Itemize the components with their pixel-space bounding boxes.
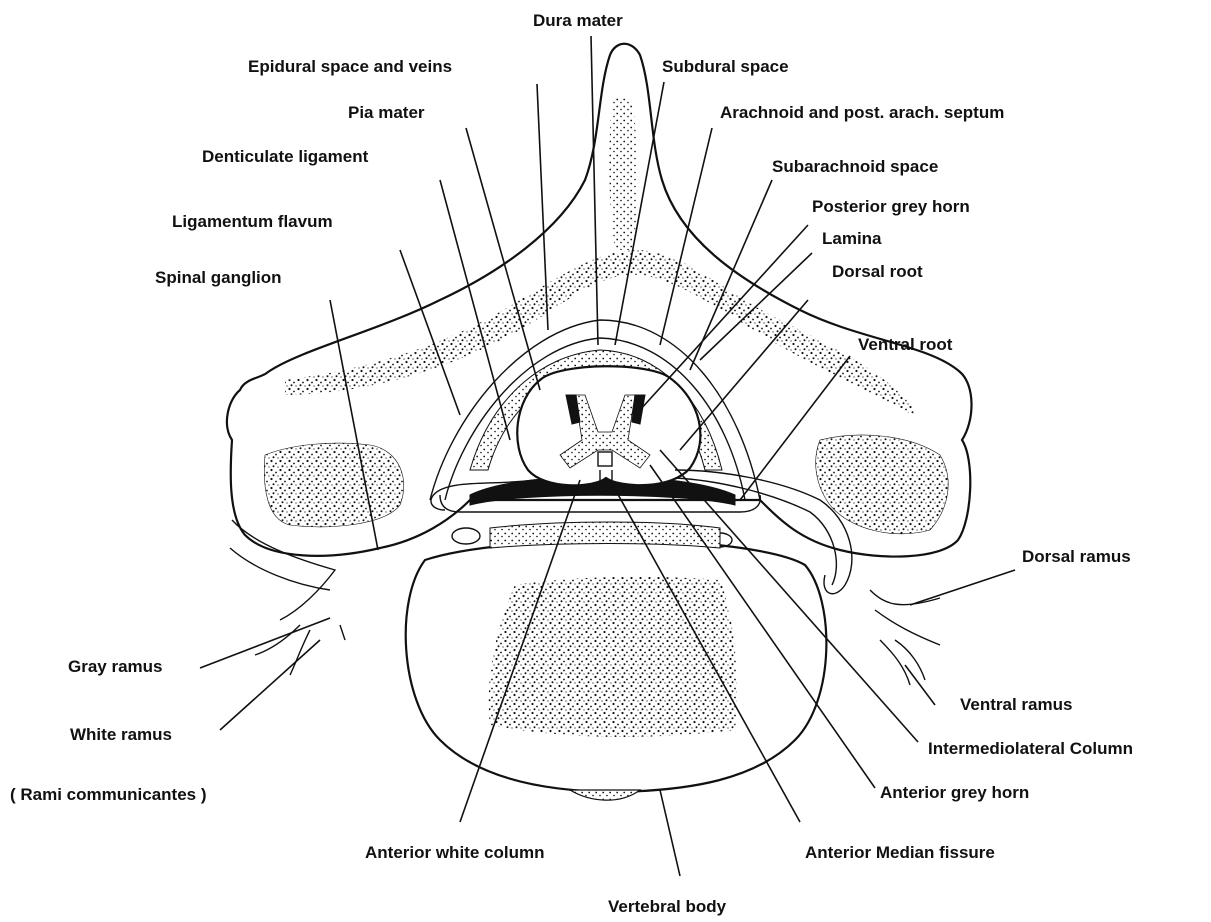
vertebral-body-base [570, 790, 640, 800]
label-subarachnoid: Subarachnoid space [772, 157, 938, 176]
spinous-stipple [609, 98, 637, 250]
vertebral-body-stipple [489, 577, 737, 737]
spinal-cord-outline [517, 366, 700, 485]
label-posterior-grey-horn: Posterior grey horn [812, 197, 970, 216]
leader-dorsal-ramus [910, 570, 1015, 605]
label-epidural-space: Epidural space and veins [248, 57, 452, 76]
label-denticulate: Denticulate ligament [202, 147, 369, 166]
leader-gray-ramus [200, 618, 330, 668]
central-canal [598, 452, 612, 466]
label-pia-mater: Pia mater [348, 103, 425, 122]
label-white-ramus: White ramus [70, 725, 172, 744]
right-ramus-branch [880, 640, 925, 685]
label-dorsal-ramus: Dorsal ramus [1022, 547, 1131, 566]
label-dorsal-root: Dorsal root [832, 262, 923, 281]
label-anterior-median-fissure: Anterior Median fissure [805, 843, 995, 862]
label-ventral-ramus: Ventral ramus [960, 695, 1072, 714]
label-gray-ramus: Gray ramus [68, 657, 163, 676]
label-anterior-grey-horn: Anterior grey horn [880, 783, 1029, 802]
label-arachnoid: Arachnoid and post. arach. septum [720, 103, 1004, 122]
leader-vertebral-body [660, 790, 680, 876]
label-ventral-root: Ventral root [858, 335, 953, 354]
leader-white-ramus [220, 640, 320, 730]
left-transverse-stipple [264, 443, 403, 527]
label-subdural-space: Subdural space [662, 57, 789, 76]
label-dura-mater: Dura mater [533, 11, 623, 30]
label-intermediolateral: Intermediolateral Column [928, 739, 1133, 758]
label-ligamentum-flavum: Ligamentum flavum [172, 212, 333, 231]
epidural-vein [452, 528, 480, 544]
label-lamina: Lamina [822, 229, 882, 248]
label-rami-communicantes: ( Rami communicantes ) [10, 785, 207, 804]
label-vertebral-body: Vertebral body [608, 897, 727, 916]
label-anterior-white-column: Anterior white column [365, 843, 544, 862]
label-spinal-ganglion: Spinal ganglion [155, 268, 282, 287]
left-ramus-branch [255, 625, 345, 675]
